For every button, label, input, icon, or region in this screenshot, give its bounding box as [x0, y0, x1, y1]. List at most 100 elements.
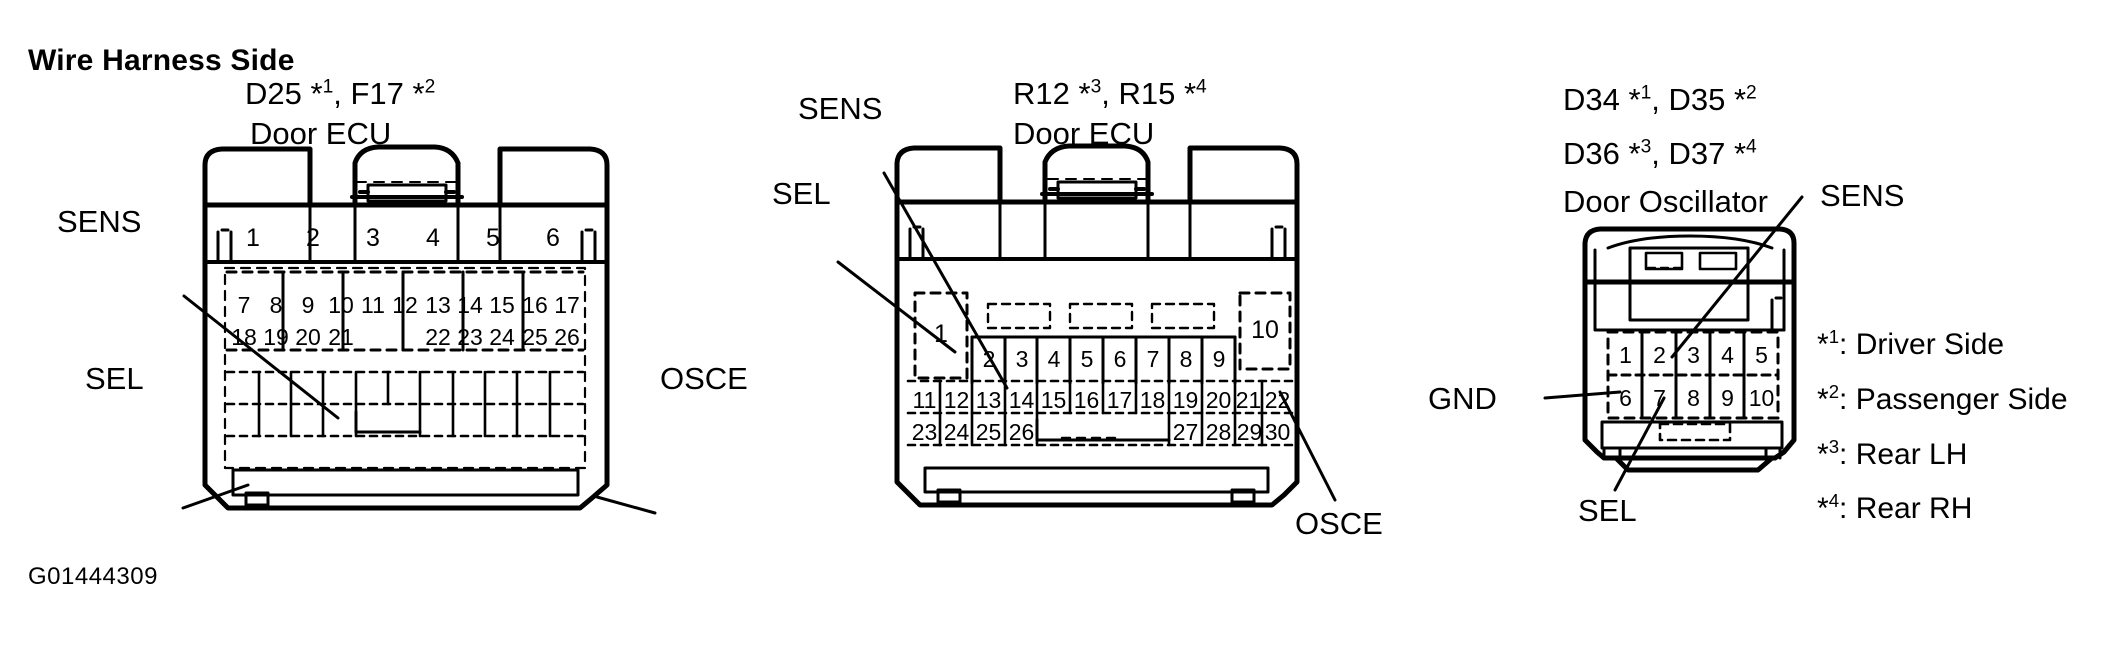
center-pin-22: 22	[1264, 387, 1291, 413]
code-r15-note: 4	[1196, 76, 1207, 98]
right-callout-gnd: GND	[1428, 381, 1497, 416]
center-pin-24: 24	[943, 419, 970, 445]
legend-text-4: : Rear RH	[1839, 492, 1973, 525]
right-pin-4: 4	[1721, 342, 1734, 368]
left-pin-3: 3	[366, 224, 380, 252]
center-pin-19: 19	[1172, 387, 1199, 413]
center-pin-2: 2	[982, 346, 996, 372]
code-f17: F17	[350, 76, 404, 111]
left-pin-14: 14	[457, 292, 483, 318]
right-pin-7: 7	[1653, 385, 1666, 411]
code-f17-note: 2	[424, 76, 436, 98]
code-r15: R15	[1118, 76, 1176, 111]
center-connector-component: Door ECU	[1013, 116, 1155, 151]
center-pin-15: 15	[1040, 387, 1067, 413]
center-pin-18: 18	[1139, 387, 1166, 413]
code-d37-note: 4	[1746, 136, 1757, 158]
code-d35: D35	[1668, 82, 1726, 117]
left-connector-code: D25 *1, F17 *2	[245, 76, 436, 111]
code-r12-note: 3	[1090, 76, 1102, 98]
left-connector-component: Door ECU	[250, 116, 392, 151]
left-pin-7: 7	[237, 292, 251, 318]
legend-note-1: 1	[1828, 326, 1840, 347]
legend-item-1: *1: Driver Side	[1817, 326, 2005, 361]
center-callout-sel: SEL	[772, 176, 831, 211]
center-pin-12: 12	[943, 387, 970, 413]
legend-item-4: *4: Rear RH	[1817, 490, 1973, 525]
left-pin-9: 9	[301, 292, 315, 318]
center-callout-sens: SENS	[798, 91, 883, 126]
left-pin-20: 20	[295, 324, 321, 350]
center-pin-3: 3	[1015, 346, 1029, 372]
left-pin-19: 19	[263, 324, 289, 350]
right-connector-code-line2: D36 *3, D37 *4	[1563, 136, 1757, 171]
center-pin-7: 7	[1146, 346, 1160, 372]
center-pin-6: 6	[1113, 346, 1127, 372]
right-pin-5: 5	[1755, 342, 1768, 368]
center-pin-28: 28	[1205, 419, 1232, 445]
center-pin-13: 13	[975, 387, 1002, 413]
legend-note-2: 2	[1828, 381, 1840, 402]
left-connector-leaders	[181, 294, 657, 515]
center-pin-8: 8	[1179, 346, 1193, 372]
left-pin-5: 5	[486, 224, 500, 252]
center-pin-10: 10	[1251, 316, 1279, 344]
left-pin-1: 1	[246, 224, 260, 252]
left-pin-21: 21	[328, 324, 354, 350]
right-pin-10: 10	[1748, 385, 1775, 411]
right-pin-9: 9	[1721, 385, 1734, 411]
right-pin-2: 2	[1653, 342, 1666, 368]
left-pin-18: 18	[231, 324, 257, 350]
code-d25-note: 1	[322, 76, 334, 98]
code-d37: D37	[1668, 136, 1726, 171]
left-callout-sel: SEL	[85, 361, 144, 396]
center-pin-30: 30	[1264, 419, 1291, 445]
right-callout-sel: SEL	[1578, 493, 1637, 528]
right-pin-6: 6	[1619, 385, 1632, 411]
right-connector-leaders	[1543, 195, 1804, 492]
center-connector-leaders	[836, 171, 1337, 502]
legend-text-3: : Rear LH	[1839, 438, 1968, 471]
left-pin-6: 6	[546, 224, 560, 252]
center-pin-29: 29	[1236, 419, 1263, 445]
legend-item-3: *3: Rear LH	[1817, 436, 1968, 471]
left-pin-26: 26	[554, 324, 580, 350]
right-callout-sens: SENS	[1820, 178, 1905, 213]
left-pin-11: 11	[361, 292, 385, 318]
left-pin-17: 17	[554, 292, 580, 318]
center-callout-osce: OSCE	[1295, 506, 1383, 541]
center-pin-23: 23	[911, 419, 938, 445]
code-d35-note: 2	[1746, 82, 1757, 104]
center-pin-17: 17	[1106, 387, 1133, 413]
left-pin-13: 13	[425, 292, 451, 318]
left-pin-4: 4	[426, 224, 440, 252]
center-connector-code: R12 *3, R15 *4	[1013, 76, 1207, 111]
legend-note-3: 3	[1828, 436, 1840, 457]
center-pin-9: 9	[1212, 346, 1226, 372]
legend-text-2: : Passenger Side	[1839, 383, 2068, 416]
left-callout-sens: SENS	[57, 204, 142, 239]
left-callout-osce: OSCE	[660, 361, 748, 396]
right-pin-1: 1	[1619, 342, 1632, 368]
code-d25: D25	[245, 76, 302, 111]
code-d34-note: 1	[1640, 82, 1652, 104]
right-pin-8: 8	[1687, 385, 1700, 411]
center-pin-20: 20	[1205, 387, 1232, 413]
center-pin-11: 11	[912, 387, 937, 413]
center-connector-shell	[894, 143, 1300, 508]
legend-text-1: : Driver Side	[1839, 328, 2005, 361]
code-r12: R12	[1013, 76, 1070, 111]
center-pin-21: 21	[1235, 387, 1262, 413]
right-connector-code-line1: D34 *1, D35 *2	[1563, 82, 1757, 117]
left-pin-15: 15	[489, 292, 515, 318]
center-pin-26: 26	[1008, 419, 1035, 445]
figure-code: G01444309	[28, 563, 158, 590]
legend-note-4: 4	[1828, 490, 1840, 511]
center-pin-4: 4	[1047, 346, 1061, 372]
center-pin-27: 27	[1172, 419, 1199, 445]
left-pin-8: 8	[269, 292, 283, 318]
left-pin-25: 25	[522, 324, 548, 350]
left-pin-22: 22	[425, 324, 451, 350]
